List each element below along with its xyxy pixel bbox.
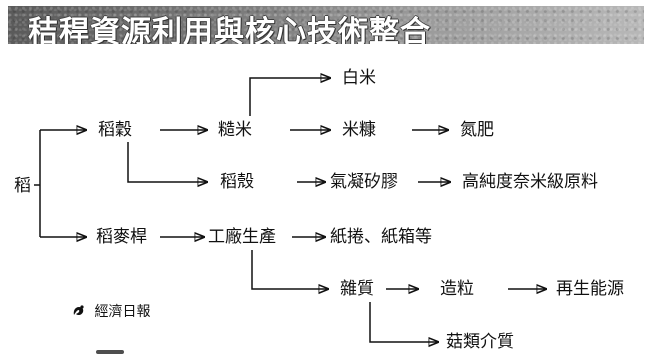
source-label: 經濟日報: [94, 304, 151, 320]
arrow-rice-trunk: [34, 130, 41, 237]
print-smudge: [96, 350, 124, 354]
node-brown-rice: 糙米: [218, 120, 252, 140]
node-mushroom-medium: 菇類介質: [446, 332, 514, 352]
title-banner: 秸稈資源利用與核心技術整合: [8, 6, 644, 44]
node-rice-straw: 稻麥桿: [96, 227, 147, 247]
node-rice: 稻: [14, 176, 31, 196]
node-white-rice: 白米: [342, 68, 376, 88]
node-rice-husk: 稻穀: [98, 120, 132, 140]
node-paper-products: 紙捲、紙箱等: [330, 227, 432, 247]
node-pellets: 造粒: [440, 279, 474, 299]
newspaper-logo-icon: [73, 305, 84, 316]
page-title: 秸稈資源利用與核心技術整合: [28, 15, 431, 44]
node-impurities: 雜質: [340, 279, 374, 299]
arrow-brown-rice-to-white-rice: [249, 78, 330, 116]
node-rice-bran: 米糠: [342, 120, 376, 140]
arrow-husk-to-husk2: [127, 142, 207, 182]
node-nano-material: 高純度奈米級原料: [462, 172, 598, 192]
source-logo: 經濟日報: [72, 301, 150, 321]
node-renewable-energy: 再生能源: [556, 279, 624, 299]
node-nitrogen-fertilizer: 氮肥: [460, 120, 494, 140]
arrow-factory-to-impurities: [251, 250, 328, 289]
node-rice-husk-2: 稻殼: [220, 172, 254, 192]
node-silica-aerogel: 氣凝矽膠: [330, 172, 398, 192]
node-factory-production: 工廠生產: [208, 227, 276, 247]
arrow-impurities-to-mushroom: [369, 302, 438, 342]
